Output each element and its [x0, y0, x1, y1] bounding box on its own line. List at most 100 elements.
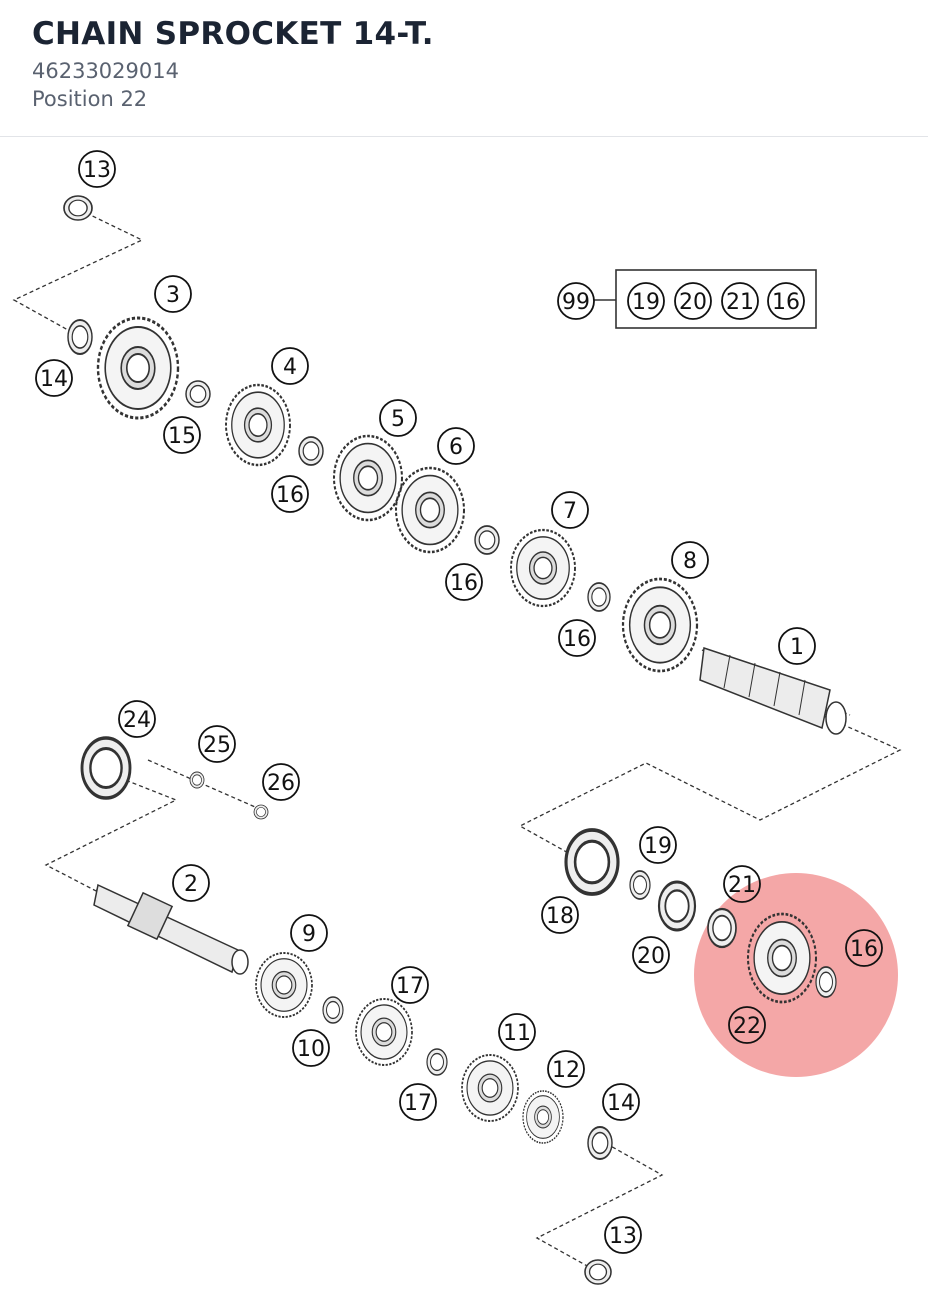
callout-9[interactable]: 9	[290, 914, 328, 952]
callout-label: 9	[302, 922, 316, 947]
washer-14-bottom[interactable]	[587, 1126, 613, 1160]
callout-label: 16	[276, 483, 304, 508]
ring-17a[interactable]	[322, 996, 344, 1024]
bearing-13-top[interactable]	[63, 195, 93, 221]
callout-circle	[498, 1013, 536, 1051]
callout-6[interactable]: 6	[437, 427, 475, 465]
gear-5[interactable]	[332, 434, 404, 522]
callout-3[interactable]: 3	[154, 275, 192, 313]
ring-16c[interactable]	[587, 582, 611, 612]
callout-label: 25	[203, 733, 231, 758]
kit-member-19[interactable]: 19	[627, 282, 665, 320]
gear-12[interactable]	[522, 1090, 564, 1144]
callout-1[interactable]: 1	[778, 627, 816, 665]
callout-circle	[557, 282, 595, 320]
callout-26[interactable]: 26	[262, 763, 300, 801]
callout-circle	[437, 427, 475, 465]
callout-12[interactable]: 12	[547, 1050, 585, 1088]
callout-label: 8	[683, 549, 697, 574]
callout-16[interactable]: 16	[845, 929, 883, 967]
spacer-21[interactable]	[706, 907, 738, 949]
kit-callout-99[interactable]: 99	[557, 282, 595, 320]
ring-16b[interactable]	[474, 525, 500, 555]
callout-circle	[547, 1050, 585, 1088]
gear-8[interactable]	[621, 577, 699, 673]
callout-24[interactable]: 24	[118, 700, 156, 738]
callout-13[interactable]: 13	[78, 150, 116, 188]
kit-box	[615, 269, 817, 329]
callout-8[interactable]: 8	[671, 541, 709, 579]
callout-18[interactable]: 18	[541, 896, 579, 934]
screw-26[interactable]	[253, 804, 269, 820]
kit-member-21[interactable]: 21	[721, 282, 759, 320]
bushing-15[interactable]	[185, 380, 211, 408]
gear-11[interactable]	[461, 1054, 519, 1122]
callout-16[interactable]: 16	[271, 475, 309, 513]
bearing-18[interactable]	[564, 828, 620, 896]
main-shaft[interactable]	[699, 646, 847, 735]
callout-11[interactable]: 11	[498, 1013, 536, 1051]
callout-label: 24	[123, 708, 151, 733]
callout-circle	[551, 491, 589, 529]
callout-label: 21	[726, 290, 754, 315]
callout-circle	[399, 1083, 437, 1121]
callout-circle	[163, 416, 201, 454]
seal-20[interactable]	[657, 880, 697, 932]
callout-label: 16	[850, 937, 878, 962]
callout-4[interactable]: 4	[271, 347, 309, 385]
callout-21[interactable]: 21	[723, 865, 761, 903]
callout-10[interactable]: 10	[292, 1029, 330, 1067]
gear-6[interactable]	[394, 466, 466, 554]
gear-4[interactable]	[224, 383, 292, 467]
callout-17[interactable]: 17	[399, 1083, 437, 1121]
callout-13[interactable]: 13	[604, 1216, 642, 1254]
bearing-24[interactable]	[80, 736, 132, 800]
counter-shaft[interactable]	[93, 883, 249, 975]
callout-2[interactable]: 2	[172, 864, 210, 902]
callout-label: 6	[449, 435, 463, 460]
callout-7[interactable]: 7	[551, 491, 589, 529]
callout-label: 15	[168, 424, 196, 449]
callout-label: 19	[644, 834, 672, 859]
ring-16a[interactable]	[298, 436, 324, 466]
callout-label: 22	[733, 1014, 761, 1039]
callout-circle	[602, 1083, 640, 1121]
callout-5[interactable]: 5	[379, 399, 417, 437]
callout-circle	[35, 359, 73, 397]
exploded-diagram: 13 14 3 15 4 16 5 6 16 7 16 8 1 24 25 26 2 9 17 10 17 11 12 14 1…	[12, 150, 902, 1285]
ring-17b[interactable]	[426, 1048, 448, 1076]
callout-16[interactable]: 16	[445, 563, 483, 601]
callout-circle	[379, 399, 417, 437]
callout-17[interactable]: 17	[391, 966, 429, 1004]
callout-label: 20	[637, 944, 665, 969]
kit-member-16[interactable]: 16	[767, 282, 805, 320]
ring-19[interactable]	[629, 870, 651, 900]
ring-16d[interactable]	[815, 966, 837, 998]
callout-14[interactable]: 14	[602, 1083, 640, 1121]
gear-9[interactable]	[255, 952, 313, 1018]
callout-label: 14	[40, 367, 68, 392]
callout-label: 17	[404, 1091, 432, 1116]
sprocket-22[interactable]	[746, 912, 818, 1004]
callout-label: 13	[83, 158, 111, 183]
part-title: CHAIN SPROCKET 14-T.	[32, 16, 434, 52]
gear-7[interactable]	[509, 528, 577, 608]
callout-15[interactable]: 15	[163, 416, 201, 454]
callout-16[interactable]: 16	[558, 619, 596, 657]
gear-10[interactable]	[355, 998, 413, 1066]
callout-20[interactable]: 20	[632, 936, 670, 974]
callout-label: 13	[609, 1224, 637, 1249]
callout-circle	[845, 929, 883, 967]
callout-14[interactable]: 14	[35, 359, 73, 397]
washer-25[interactable]	[189, 771, 205, 789]
bearing-13-bottom[interactable]	[584, 1259, 612, 1285]
callout-19[interactable]: 19	[639, 826, 677, 864]
kit-member-20[interactable]: 20	[674, 282, 712, 320]
callout-25[interactable]: 25	[198, 725, 236, 763]
callout-label: 19	[632, 290, 660, 315]
callout-circle	[671, 541, 709, 579]
gear-3[interactable]	[96, 316, 180, 420]
callout-22[interactable]: 22	[728, 1006, 766, 1044]
washer-14-top[interactable]	[66, 318, 94, 356]
callout-circle	[198, 725, 236, 763]
